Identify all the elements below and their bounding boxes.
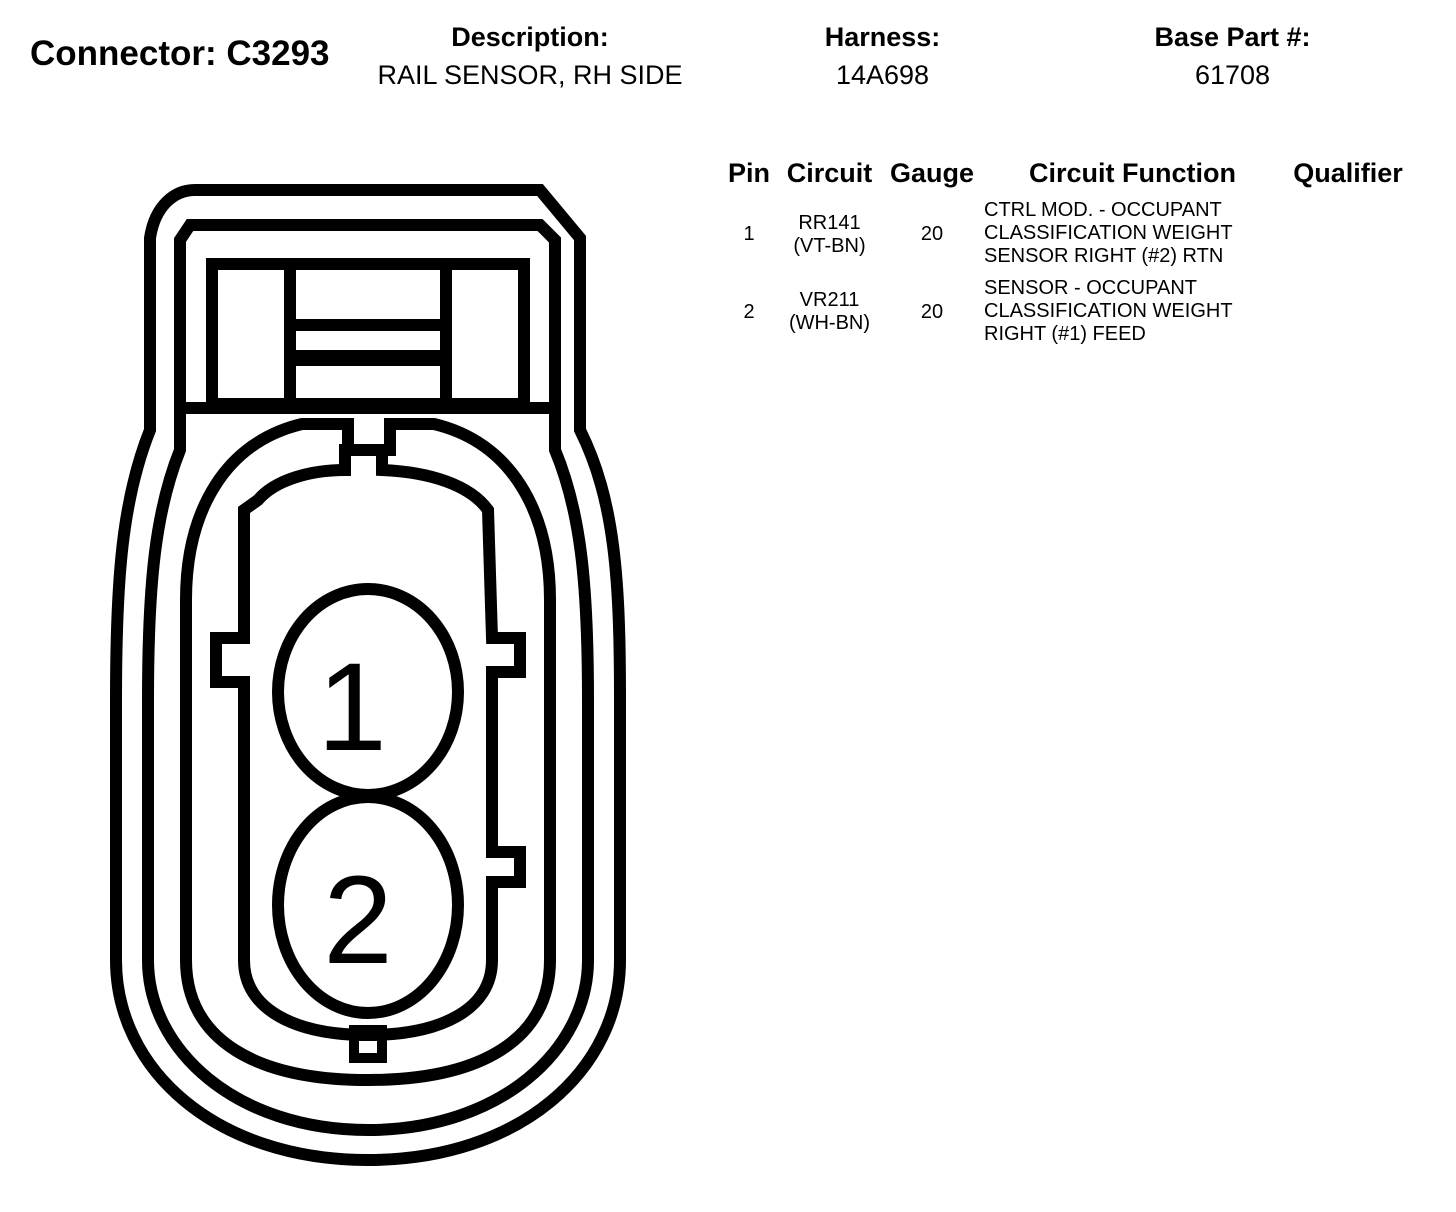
pin-label-2: 2 [323, 851, 393, 990]
circuit-cell: RR141 (VT-BN) [782, 212, 877, 258]
circuit-color: (VT-BN) [793, 235, 866, 257]
pin-insert-boundary [210, 444, 526, 1042]
description-label: Description: [451, 22, 609, 52]
base-part-label: Base Part #: [1154, 22, 1311, 52]
function-line: RIGHT (#1) FEED [984, 323, 1146, 345]
connector-outer-shell [110, 184, 626, 1167]
column-header-circuit: Circuit [786, 158, 873, 188]
circuit-function-cell: CTRL MOD. - OCCUPANT CLASSIFICATION WEIG… [984, 199, 1233, 268]
base-part-value: 61708 [1194, 60, 1271, 90]
connector-face-drawing: 1 2 [110, 184, 626, 1167]
connector-title: Connector: C3293 [30, 34, 330, 73]
pin-label-1: 1 [317, 638, 387, 777]
harness-label: Harness: [824, 22, 941, 52]
circuit-id: RR141 [798, 212, 861, 234]
column-header-pin: Pin [727, 158, 770, 188]
gauge-cell: 20 [920, 301, 944, 323]
description-value: RAIL SENSOR, RH SIDE [377, 60, 683, 90]
circuit-id: VR211 [799, 289, 860, 311]
function-line: CLASSIFICATION WEIGHT [984, 300, 1233, 322]
circuit-cell: VR211 (WH-BN) [782, 289, 877, 335]
function-line: SENSOR RIGHT (#2) RTN [984, 245, 1224, 267]
column-header-gauge: Gauge [889, 158, 975, 188]
bottom-key [349, 1025, 387, 1063]
function-line: SENSOR - OCCUPANT [984, 277, 1197, 299]
function-line: CTRL MOD. - OCCUPANT [984, 199, 1222, 221]
column-header-circuit-function: Circuit Function [1029, 158, 1236, 188]
pin-cell: 1 [743, 223, 755, 245]
circuit-function-cell: SENSOR - OCCUPANT CLASSIFICATION WEIGHT … [984, 277, 1233, 346]
harness-value: 14A698 [835, 60, 930, 90]
column-header-qualifier: Qualifier [1293, 158, 1403, 188]
pin-cavity-ring [180, 418, 556, 1087]
function-line: CLASSIFICATION WEIGHT [984, 222, 1233, 244]
gauge-cell: 20 [920, 223, 944, 245]
pin-cell: 2 [743, 301, 755, 323]
latch-housing [206, 258, 530, 410]
pin-cavity-2 [272, 791, 464, 1019]
circuit-color: (WH-BN) [788, 312, 871, 334]
connector-inner-shell [142, 219, 594, 1137]
